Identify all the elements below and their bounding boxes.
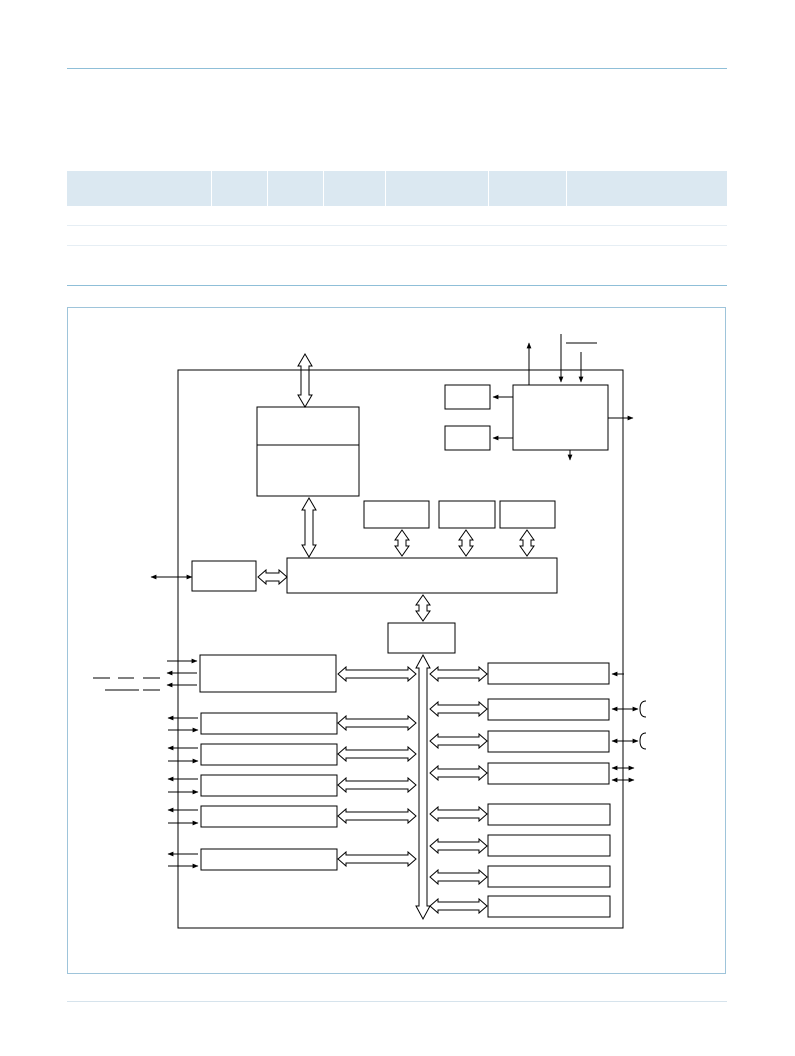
- table-column-divider: [566, 171, 567, 206]
- peripheral-block: [199, 654, 337, 693]
- bus-arrow-master: [519, 529, 535, 557]
- table-column-divider: [211, 171, 212, 206]
- peripheral-bus: [415, 653, 431, 921]
- bus-arrow-peripheral: [429, 732, 488, 750]
- bus-arrow-debug: [257, 568, 288, 586]
- bus-arrow-peripheral: [429, 700, 488, 718]
- bus-arrow-peripheral: [337, 714, 417, 732]
- bus-arrow-peripheral: [337, 745, 417, 763]
- bus-arrow-bridge: [415, 594, 431, 622]
- peripheral-block: [200, 848, 338, 871]
- peripheral-block: [487, 803, 611, 826]
- peripheral-block: [487, 865, 611, 888]
- peripheral-block: [487, 834, 611, 857]
- bus-master-block: [363, 500, 430, 529]
- table-column-divider: [385, 171, 386, 206]
- io-brace: [639, 732, 647, 750]
- small-block: [444, 425, 491, 451]
- bus-arrow-peripheral: [337, 776, 417, 794]
- peripheral-block: [200, 712, 338, 735]
- bus-master-block: [499, 500, 556, 529]
- bus-arrow-peripheral: [429, 837, 488, 855]
- footer-rule: [67, 1001, 727, 1002]
- table-row: [67, 245, 727, 246]
- bus-matrix-block: [286, 557, 558, 594]
- bus-master-block: [438, 500, 496, 529]
- peripheral-block: [487, 730, 610, 753]
- table-column-divider: [267, 171, 268, 206]
- bus-arrow-master: [458, 529, 474, 557]
- table-bottom-rule: [67, 285, 727, 286]
- io-brace: [639, 700, 647, 718]
- bus-arrow-peripheral: [337, 665, 417, 683]
- peripheral-block: [487, 895, 611, 918]
- bus-arrow-memory: [301, 497, 317, 558]
- table-row: [67, 225, 727, 226]
- peripheral-block: [487, 762, 610, 785]
- peripheral-block: [487, 698, 610, 721]
- bus-arrow-peripheral: [337, 807, 417, 825]
- figure-frame: [67, 307, 726, 974]
- bus-arrow-peripheral: [429, 764, 488, 782]
- clock-block: [512, 384, 609, 451]
- bus-arrow-peripheral: [429, 868, 488, 886]
- table-header: [67, 171, 727, 206]
- chip-outline: [177, 369, 624, 929]
- peripheral-block: [200, 805, 338, 828]
- bus-arrow-peripheral: [429, 665, 488, 683]
- peripheral-block: [200, 774, 338, 797]
- peripheral-block: [200, 743, 338, 766]
- bus-arrow-master: [394, 529, 410, 557]
- debug-block: [191, 560, 257, 592]
- bridge-block: [387, 622, 456, 654]
- peripheral-block: [487, 662, 610, 685]
- bus-arrow-peripheral: [429, 897, 488, 915]
- memory-block: [256, 406, 360, 497]
- table-column-divider: [488, 171, 489, 206]
- bus-arrow-peripheral: [429, 805, 488, 823]
- bus-arrow-peripheral: [337, 850, 417, 868]
- header-rule: [67, 68, 727, 69]
- table-column-divider: [323, 171, 324, 206]
- small-block: [444, 384, 491, 410]
- bus-arrow-external: [297, 353, 313, 408]
